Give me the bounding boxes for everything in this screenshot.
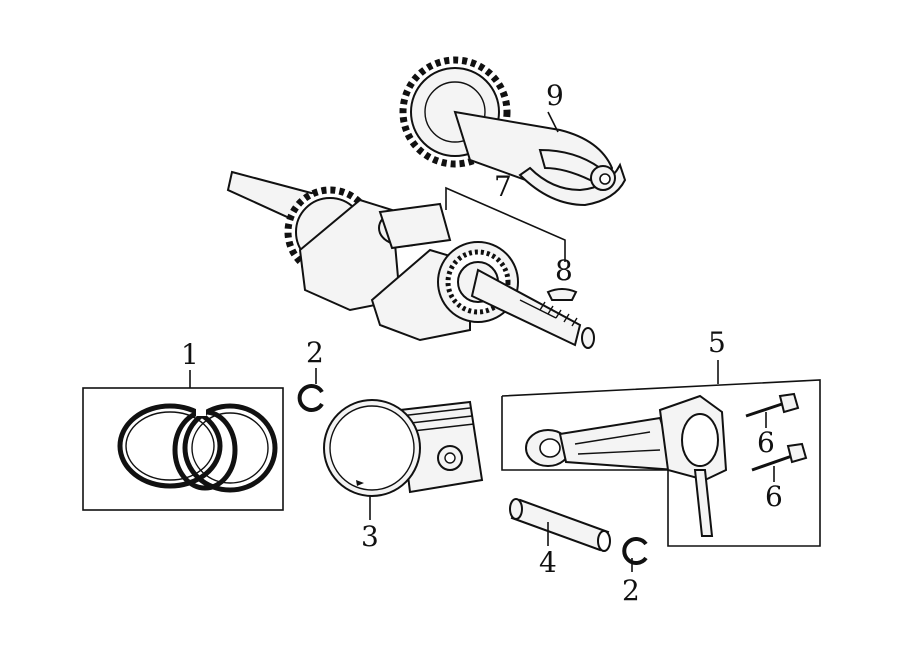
piston-pin-clip-2 (622, 537, 648, 565)
callout-7: 7 (494, 170, 512, 203)
camshaft (399, 56, 627, 207)
callout-4: 4 (539, 546, 557, 579)
connecting-rod (525, 394, 728, 537)
connecting-rod-bolt-2 (751, 442, 808, 472)
leader-line-9 (547, 111, 559, 133)
callout-3: 3 (361, 520, 379, 553)
piston (323, 399, 484, 497)
callout-9: 9 (546, 79, 564, 112)
piston-pin (509, 498, 611, 552)
callout-1: 1 (181, 338, 199, 371)
callout-8: 8 (555, 254, 573, 287)
leader-bracket-7-8 (445, 186, 566, 262)
piston-pin-clip (297, 384, 324, 412)
connecting-rod-box (501, 379, 821, 547)
callout-6b: 6 (765, 480, 783, 513)
connecting-rod-bolt (745, 392, 800, 418)
crankshaft (226, 170, 595, 349)
callout-2b: 2 (622, 574, 640, 607)
piston-rings-box (82, 387, 284, 511)
callout-5: 5 (708, 326, 726, 359)
callout-6a: 6 (757, 426, 775, 459)
woodruff-key (546, 288, 578, 301)
callout-2a: 2 (306, 336, 324, 369)
piston-rings (117, 403, 278, 493)
